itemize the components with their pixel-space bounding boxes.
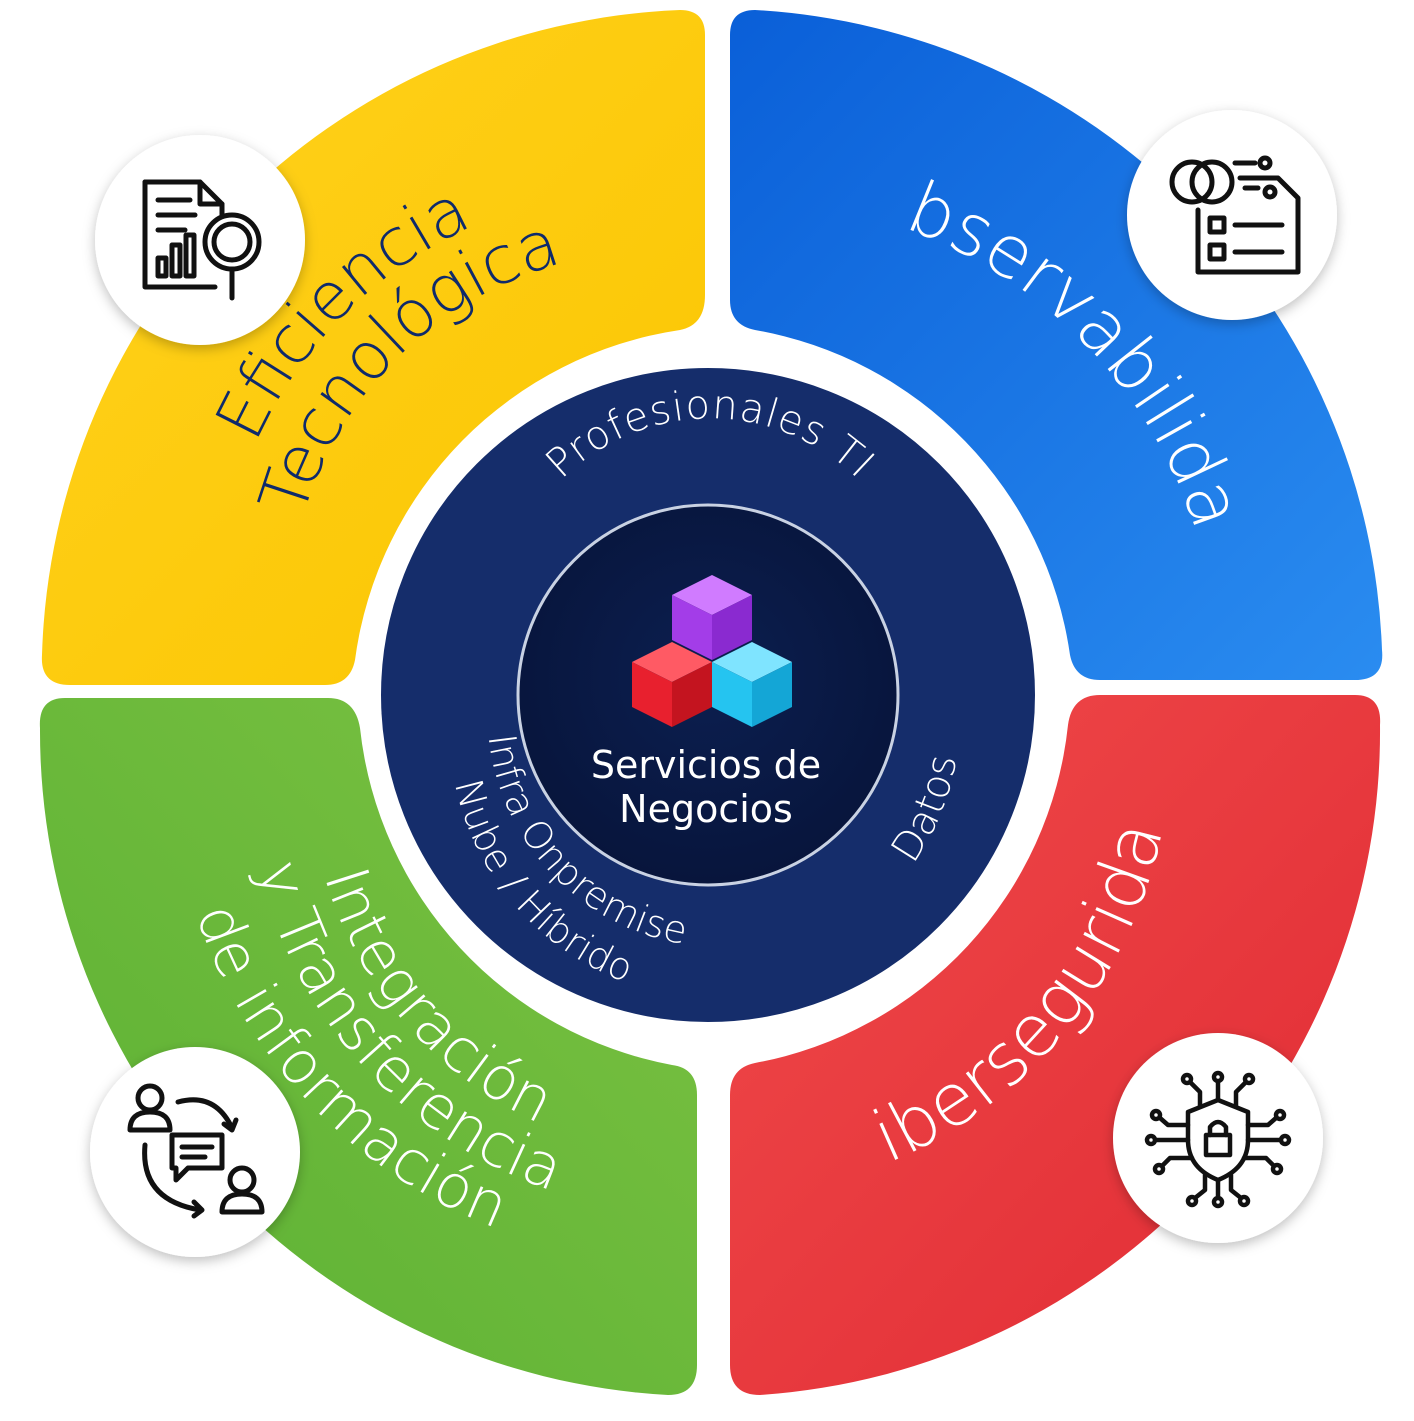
communication-exchange-icon bbox=[90, 1047, 300, 1257]
monitoring-checklist-icon bbox=[1127, 110, 1337, 320]
quadrant-observabilidad bbox=[730, 10, 1383, 680]
quadrant-integracion bbox=[39, 698, 698, 1395]
quadrant-eficiencia bbox=[41, 10, 705, 685]
cubes-logo-icon bbox=[632, 575, 792, 727]
report-analysis-icon bbox=[95, 135, 305, 345]
cyber-security-shield-icon bbox=[1113, 1033, 1323, 1243]
center-title-line1: Servicios de bbox=[591, 743, 821, 787]
center-title-line2: Negocios bbox=[619, 787, 793, 831]
quadrant-ciberseguridad bbox=[730, 695, 1381, 1395]
